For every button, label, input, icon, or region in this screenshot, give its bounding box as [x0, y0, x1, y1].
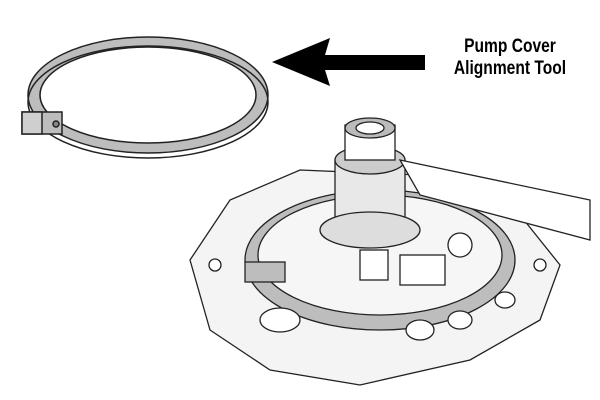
callout-line-2: Alignment Tool	[453, 58, 567, 79]
callout-line-1: Pump Cover	[464, 36, 556, 57]
arrow-icon	[272, 38, 425, 86]
pump-assembly	[189, 117, 591, 386]
alignment-tool-ring	[21, 36, 269, 159]
callout-label: Pump Cover Alignment Tool	[440, 36, 579, 80]
